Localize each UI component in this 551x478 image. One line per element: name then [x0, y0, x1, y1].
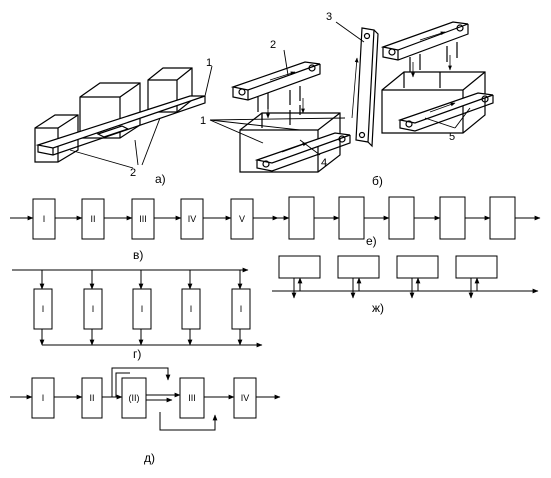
callout-b-4: 4 [321, 157, 327, 169]
box-g-5: I [240, 304, 243, 314]
row-d-combined [10, 367, 281, 431]
box-d-1: I [42, 393, 45, 403]
caption-b: б) [372, 174, 383, 188]
caption-a: а) [155, 172, 166, 186]
box-d-2: II [89, 393, 94, 403]
caption-d: д) [144, 451, 155, 465]
callout-b-3: 3 [326, 11, 332, 23]
box-g-3: I [141, 304, 144, 314]
figure-a-machine-line [34, 65, 213, 169]
row-g-parallel [12, 267, 263, 348]
box-v-5: V [239, 214, 245, 224]
box-g-2: I [92, 304, 95, 314]
box-g-4: I [190, 304, 193, 314]
box-v-1: I [43, 214, 46, 224]
callout-a-1: 1 [206, 57, 212, 69]
box-d-3: (II) [129, 393, 140, 403]
callout-a-2: 2 [130, 167, 136, 179]
row-v-sequential [10, 198, 279, 240]
caption-v: в) [133, 248, 143, 262]
box-d-4: III [188, 393, 196, 403]
callout-b-5: 5 [449, 131, 455, 143]
row-zh-transport [272, 255, 539, 299]
caption-e: е) [366, 234, 377, 248]
box-d-5: IV [241, 393, 250, 403]
box-g-1: I [42, 304, 45, 314]
figure-b-rotor-line [209, 21, 494, 173]
box-v-4: IV [188, 214, 197, 224]
callout-b-2: 2 [270, 39, 276, 51]
row-e-sequential [266, 196, 541, 240]
box-v-3: III [139, 214, 147, 224]
caption-zh: ж) [372, 301, 384, 315]
box-v-2: II [90, 214, 95, 224]
caption-g: г) [133, 347, 141, 361]
callout-b-1: 1 [200, 115, 206, 127]
